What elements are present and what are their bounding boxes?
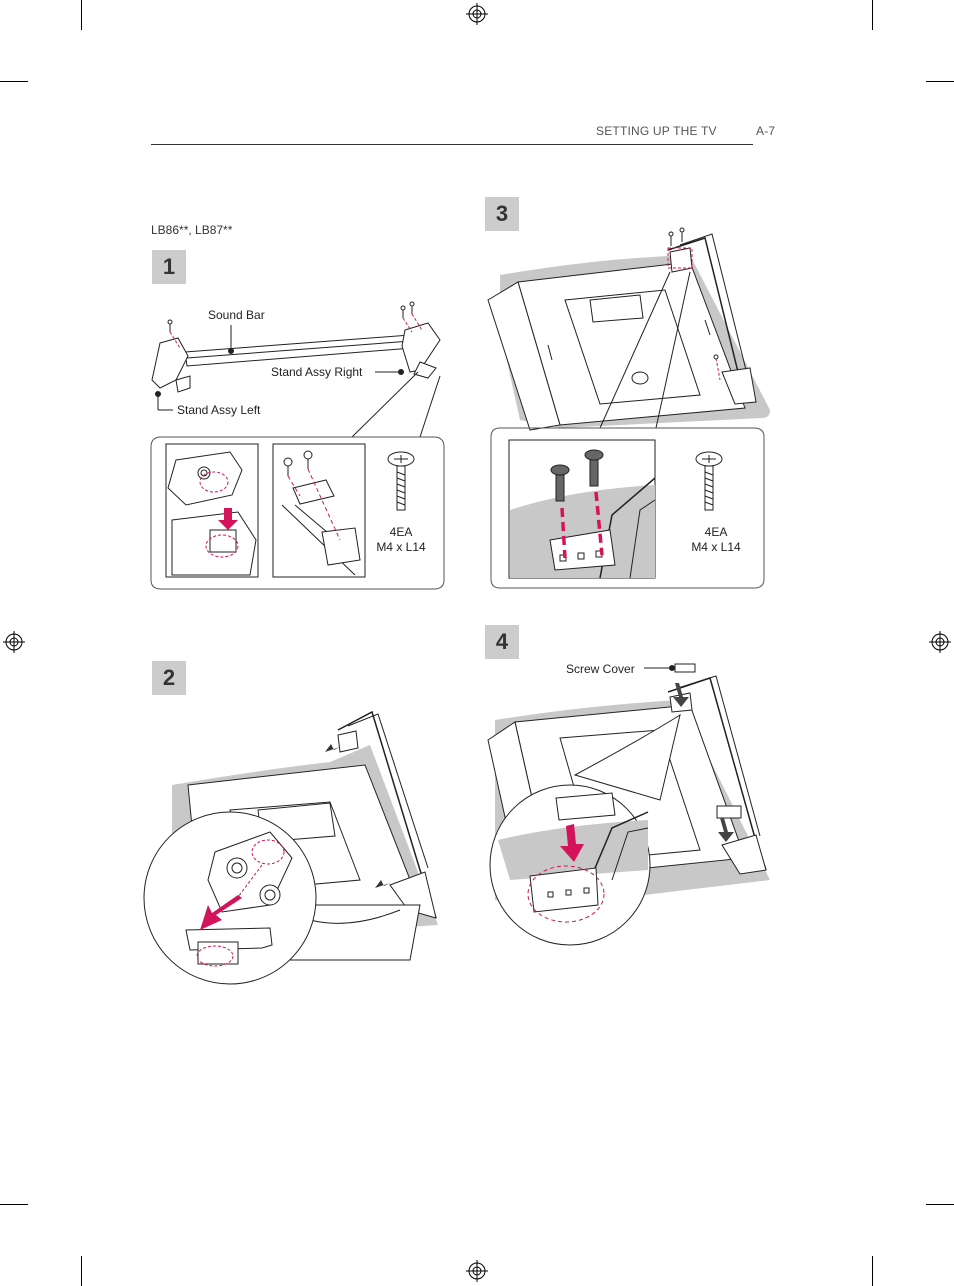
screw-qty: 4EA bbox=[704, 525, 728, 539]
screw-cover-label: Screw Cover bbox=[566, 662, 635, 676]
step-3-screw-spec: 4EA M4 x L14 bbox=[681, 525, 751, 555]
screw-icon bbox=[387, 451, 415, 511]
crop-mark bbox=[0, 81, 28, 82]
step-1-screw-spec: 4EA M4 x L14 bbox=[366, 525, 436, 555]
crop-mark bbox=[872, 1256, 873, 1286]
screw-size: M4 x L14 bbox=[376, 540, 426, 554]
model-note: LB86**, LB87** bbox=[151, 223, 233, 237]
screw-size: M4 x L14 bbox=[691, 540, 741, 554]
stand-left-label: Stand Assy Left bbox=[177, 403, 261, 417]
crop-mark bbox=[926, 1204, 954, 1205]
page-number: A-7 bbox=[756, 124, 776, 138]
screw-icon bbox=[695, 451, 723, 511]
section-title: SETTING UP THE TV bbox=[596, 124, 717, 138]
crop-mark bbox=[0, 1204, 28, 1205]
step-2-badge: 2 bbox=[152, 661, 186, 695]
crop-mark bbox=[872, 0, 873, 30]
sound-bar-label: Sound Bar bbox=[208, 308, 265, 322]
step-3-badge: 3 bbox=[485, 197, 519, 231]
stand-right-label: Stand Assy Right bbox=[271, 365, 363, 379]
crop-mark bbox=[926, 81, 954, 82]
step-4-badge: 4 bbox=[485, 625, 519, 659]
screw-qty: 4EA bbox=[389, 525, 413, 539]
header-rule bbox=[151, 144, 753, 145]
crop-mark bbox=[81, 1256, 82, 1286]
step-1-badge: 1 bbox=[152, 250, 186, 284]
crop-mark bbox=[81, 0, 82, 30]
